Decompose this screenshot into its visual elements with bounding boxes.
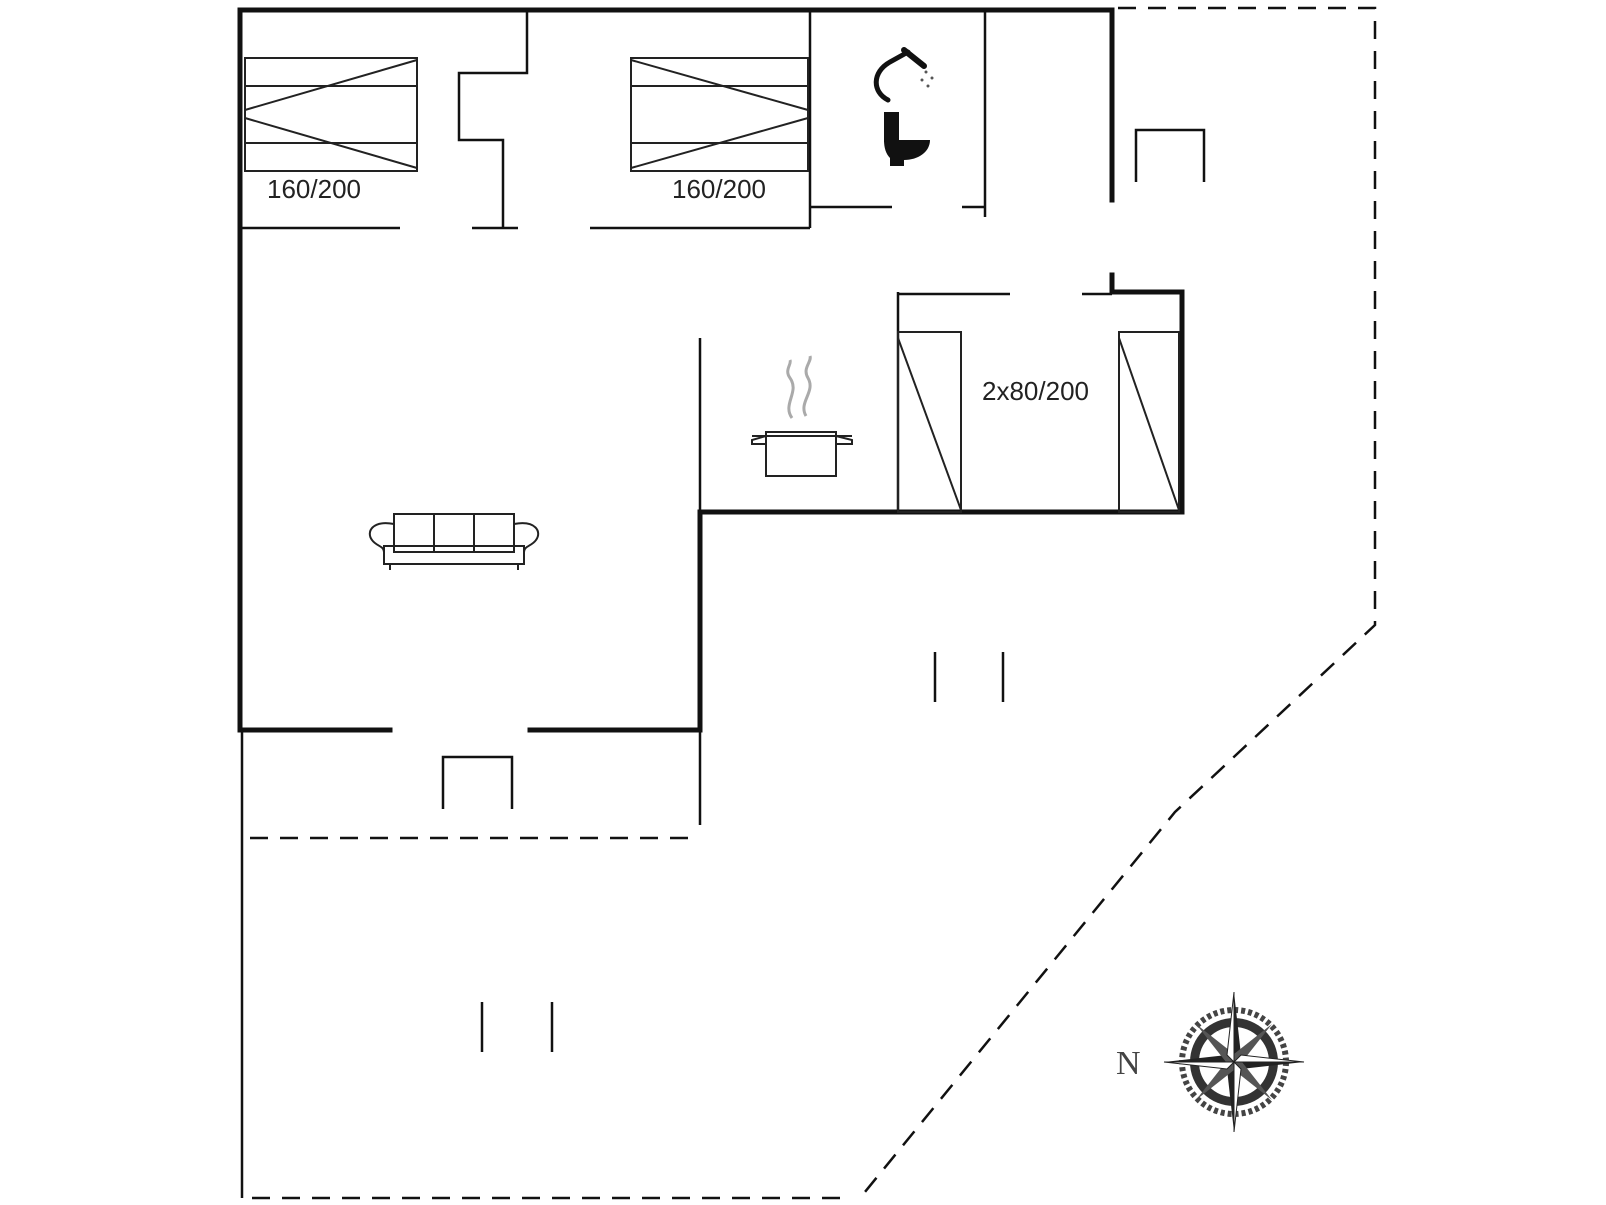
bed-icon <box>630 57 809 172</box>
bed-label-bedroom-1: 160/200 <box>267 174 361 204</box>
terrace-boundary-east <box>859 6 1377 1199</box>
interior-walls <box>240 10 1112 1198</box>
sofa-icon <box>368 513 540 570</box>
wall-closet <box>457 10 529 228</box>
terrace-chair-icon <box>441 755 514 809</box>
bed-label-bedroom-3: 2x80/200 <box>982 376 1089 406</box>
bed-icon <box>1118 331 1180 513</box>
bed-label-bedroom-2: 160/200 <box>672 174 766 204</box>
exterior-walls <box>237 7 1185 733</box>
wall-north-west <box>237 7 1115 733</box>
toilet-icon <box>884 112 930 166</box>
shower-icon <box>873 47 934 103</box>
compass-north-label: N <box>1116 1045 1141 1082</box>
bed-icon <box>244 57 418 172</box>
compass-rose-icon <box>1163 991 1305 1133</box>
bed-icon <box>897 331 962 513</box>
terrace-chair-icon <box>1134 128 1206 182</box>
cooking-pot-icon <box>751 355 853 477</box>
wall-bedroom-corner <box>1109 272 1185 295</box>
parking-marker <box>933 652 1005 702</box>
terrace-outlines <box>250 6 1377 1200</box>
parking-marker <box>480 1002 554 1052</box>
